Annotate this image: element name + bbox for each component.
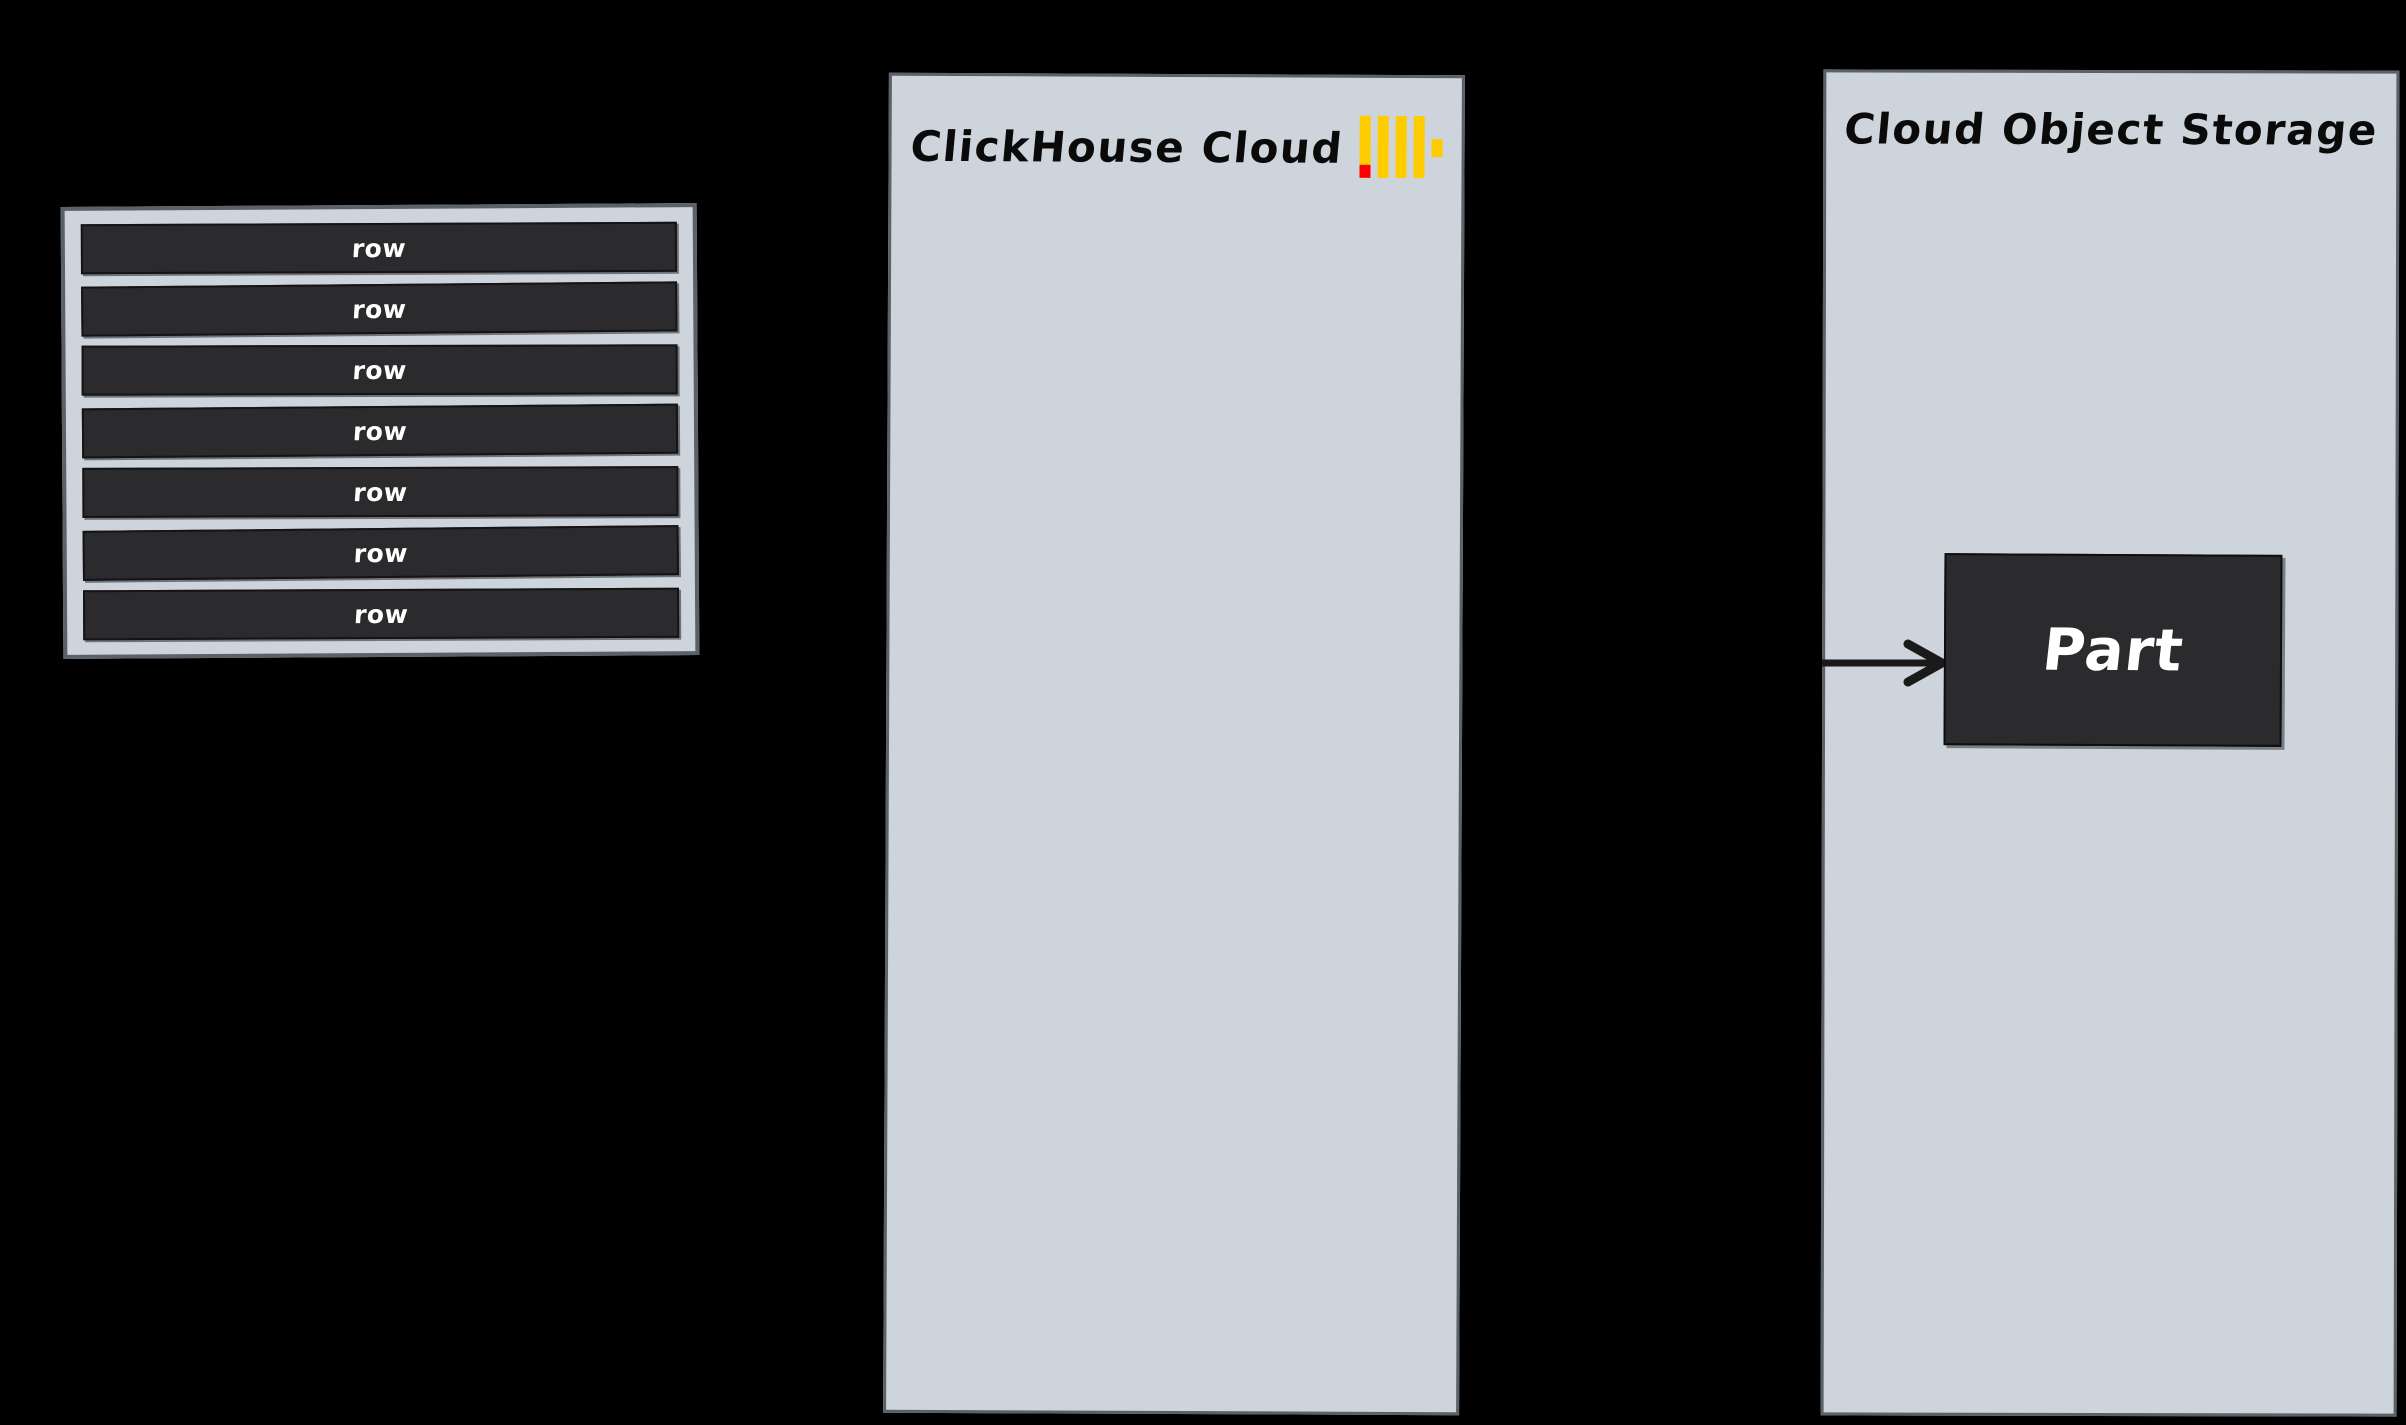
row-label: row <box>352 416 408 446</box>
clickhouse-logo-bar-1 <box>1359 115 1371 178</box>
row-label: row <box>352 538 409 568</box>
table-row: row <box>82 466 679 518</box>
clickhouse-logo-icon <box>1359 115 1443 179</box>
page-title: ClickHouse Cloud <box>908 121 1346 173</box>
clickhouse-logo-bar-3 <box>1395 115 1407 179</box>
table-row: row <box>83 587 680 641</box>
row-label: row <box>351 355 408 385</box>
clickhouse-title-bar: ClickHouse Cloud <box>891 114 1461 180</box>
clickhouse-logo-bar-4 <box>1413 116 1425 179</box>
table-row: row <box>81 281 678 337</box>
row-label: row <box>351 294 408 324</box>
table-row: row <box>80 221 677 275</box>
table-row: row <box>81 403 679 459</box>
table-row: row <box>81 344 678 396</box>
row-label: row <box>352 477 409 507</box>
part-label: Part <box>2039 615 2187 685</box>
storage-title: Cloud Object Storage <box>1842 104 2381 155</box>
row-label: row <box>353 599 410 629</box>
table-row: row <box>82 525 679 581</box>
row-label: row <box>350 233 407 263</box>
rows-table-panel: row row row row row row row <box>60 203 700 659</box>
clickhouse-logo-dot <box>1431 139 1443 158</box>
clickhouse-logo-bar-2 <box>1377 115 1389 178</box>
part-box: Part <box>1943 553 2283 747</box>
storage-title-bar: Cloud Object Storage <box>1826 104 2396 154</box>
clickhouse-cloud-panel: ClickHouse Cloud <box>883 72 1465 1416</box>
